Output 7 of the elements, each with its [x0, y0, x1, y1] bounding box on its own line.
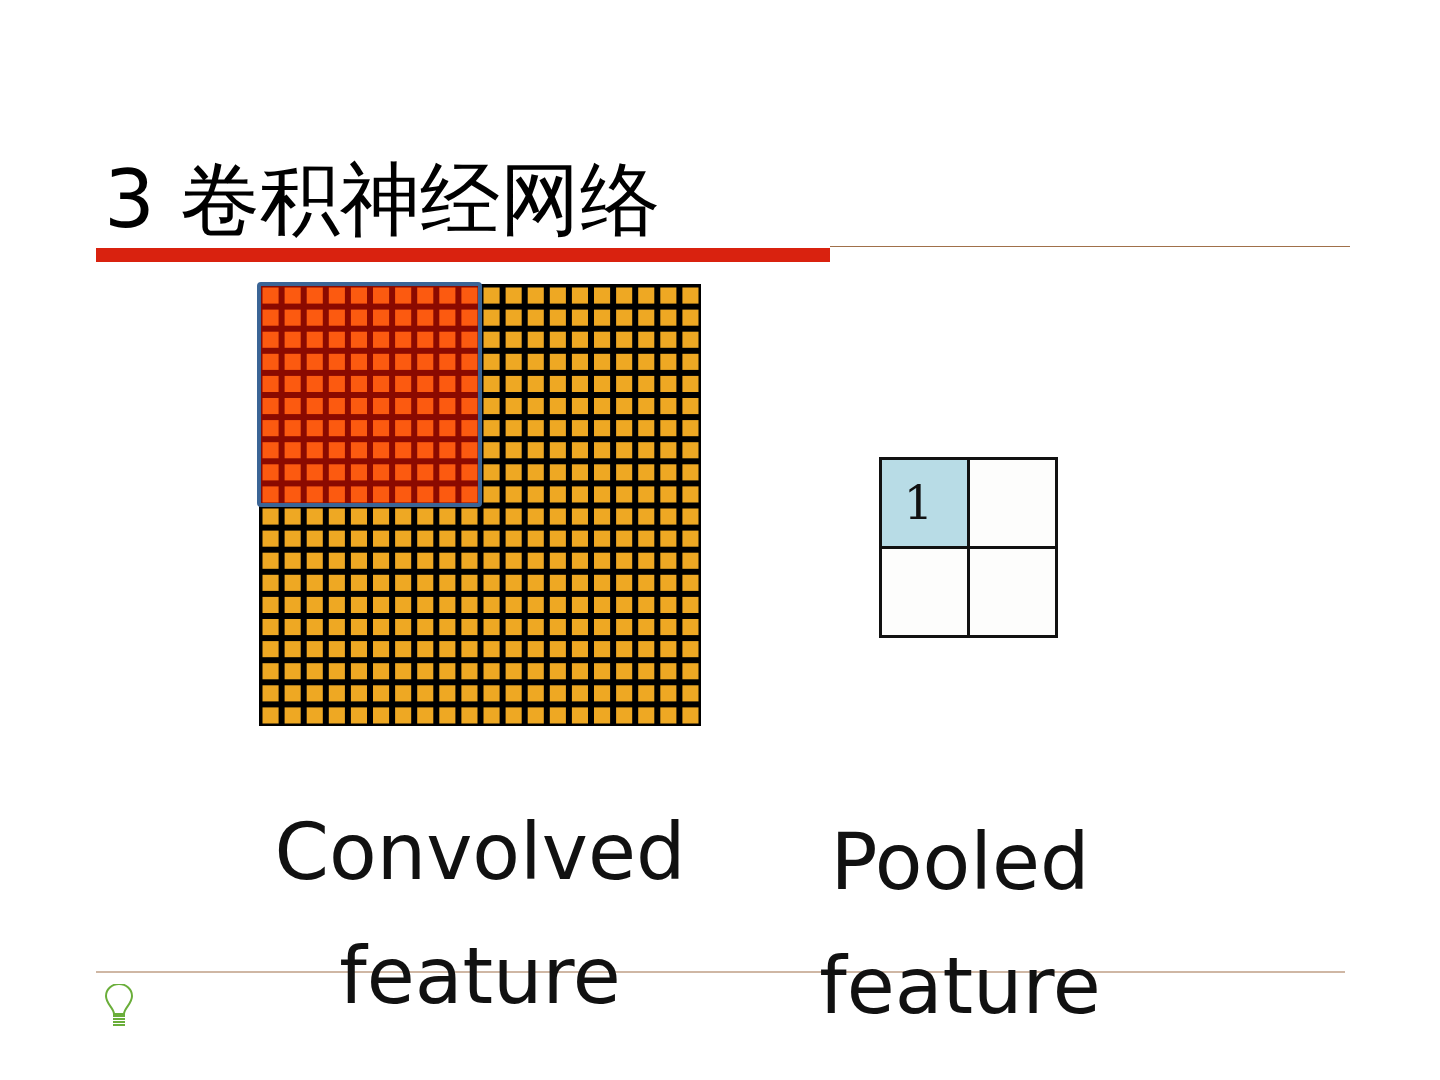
pooled-cell: 1	[879, 457, 970, 549]
pooled-cell	[967, 457, 1058, 549]
pooled-cell	[967, 546, 1058, 638]
slide-title: 3 卷积神经网络	[104, 152, 661, 248]
feature-caption: Convolved feature	[273, 806, 687, 1023]
feature-caption: Pooled feature	[818, 816, 1102, 1033]
pooled-cell	[879, 546, 970, 638]
